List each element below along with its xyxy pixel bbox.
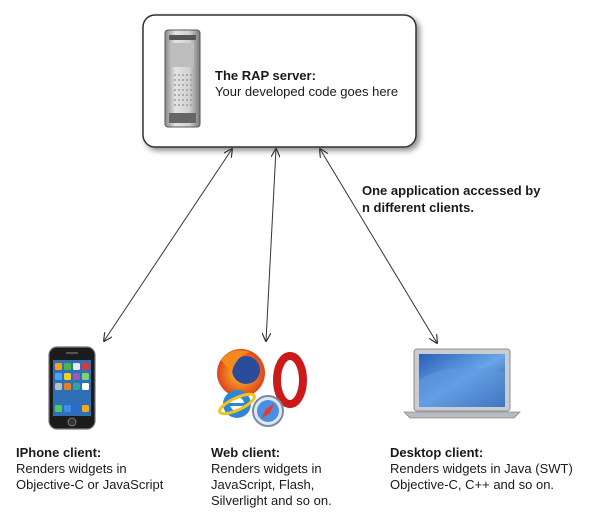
web-client-title: Web client:: [211, 445, 281, 460]
web-client-line-1: Renders widgets in: [211, 461, 322, 476]
web-client-line-3: Silverlight and so on.: [211, 493, 332, 508]
web-client-line-2: JavaScript, Flash,: [211, 477, 315, 492]
note-line-2: n different clients.: [362, 200, 474, 215]
server-tower-icon: [164, 29, 201, 128]
laptop-icon: [403, 348, 521, 419]
desktop-client-line-2: Objective-C, C++ and so on.: [390, 477, 555, 492]
iphone-client-line-1: Renders widgets in: [16, 461, 127, 476]
server-title: The RAP server:: [215, 68, 316, 83]
arrow-server-iphone: [104, 149, 232, 341]
arrow-server-desktop: [320, 149, 437, 343]
server-subtitle: Your developed code goes here: [215, 84, 399, 99]
arrow-server-web: [266, 149, 276, 341]
iphone-client-title: IPhone client:: [16, 445, 102, 460]
server-box: [142, 14, 417, 148]
browser-logos-icon: [217, 349, 307, 427]
desktop-client-line-1: Renders widgets in Java (SWT): [390, 461, 573, 476]
iphone-icon: [48, 346, 96, 430]
iphone-client-line-2: Objective-C or JavaScript: [16, 477, 164, 492]
note-line-1: One application accessed by: [362, 183, 541, 198]
desktop-client-title: Desktop client:: [390, 445, 484, 460]
